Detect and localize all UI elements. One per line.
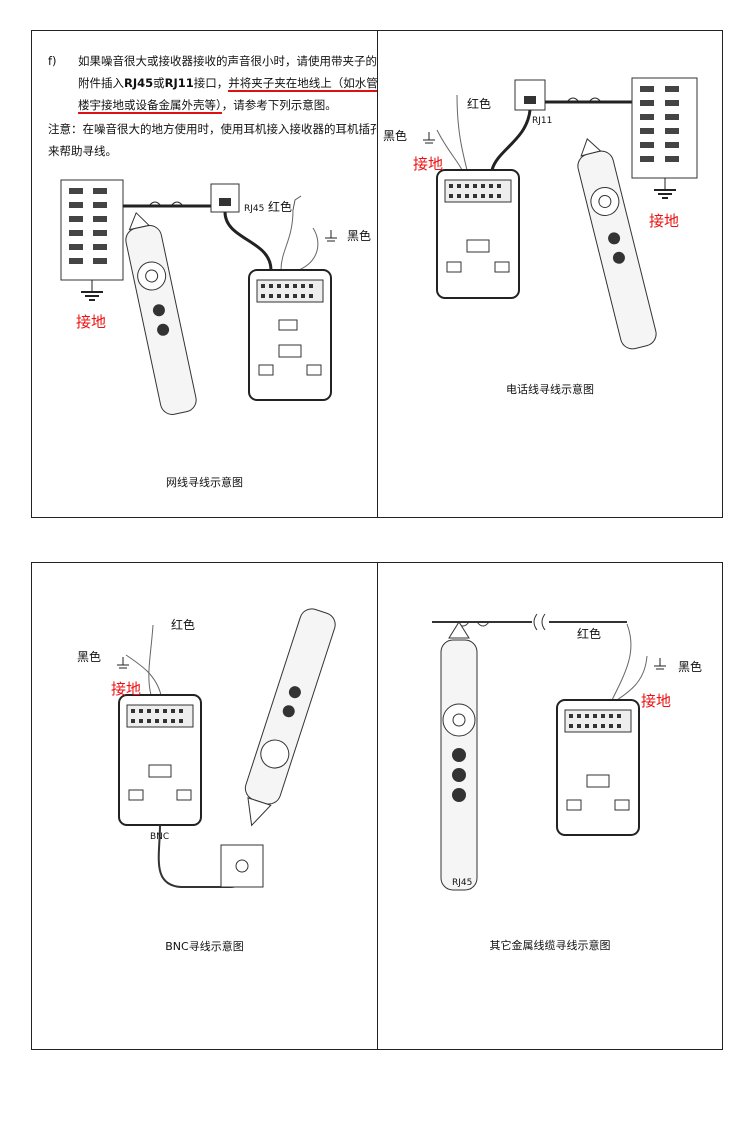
black-label-bnc: 黑色	[77, 650, 102, 664]
ground-label-network: 接地	[76, 313, 107, 331]
red-label-network: 红色	[268, 200, 293, 214]
ground-label-bnc: 接地	[111, 680, 142, 698]
bnc-port-label: BNC	[150, 832, 170, 842]
caption-bnc: BNC寻线示意图	[165, 940, 244, 953]
rj11-label-phone: RJ11	[532, 116, 553, 126]
phone-diagram	[423, 77, 698, 350]
instruction-line-3: 楼宇接地或设备金属外壳等），请参考下列示意图。	[78, 98, 337, 114]
black-label-network: 黑色	[347, 229, 372, 243]
panel-other	[377, 562, 723, 1050]
red-label-other: 红色	[577, 627, 602, 641]
network-diagram	[60, 179, 337, 415]
black-label-other: 黑色	[678, 660, 703, 674]
caption-other: 其它金属线缆寻线示意图	[489, 939, 611, 952]
caption-network: 网线寻线示意图	[166, 476, 243, 489]
ground-label-phone-right: 接地	[649, 212, 680, 230]
ground-label-phone-left: 接地	[413, 155, 444, 173]
ground-label-other: 接地	[641, 692, 672, 710]
red-label-phone: 红色	[467, 97, 492, 111]
note-line-1: 注意：在噪音很大的地方使用时，使用耳机接入接收器的耳机插孔	[48, 122, 382, 136]
red-label-bnc: 红色	[171, 618, 196, 632]
caption-phone: 电话线寻线示意图	[506, 383, 594, 396]
note-line-2: 来帮助寻线。	[48, 144, 117, 158]
rj45-label-other: RJ45	[452, 878, 473, 888]
item-marker: f)	[48, 54, 57, 68]
black-label-phone: 黑色	[383, 129, 408, 143]
instruction-line-2: 附件插入RJ45或RJ11接口，并将夹子夹在地线上（如水管，	[78, 76, 390, 92]
bnc-diagram	[117, 608, 336, 888]
instruction-line-1: 如果噪音很大或接收器接收的声音很小时，请使用带夹子的	[78, 54, 377, 68]
other-diagram	[432, 613, 666, 891]
rj45-label-network: RJ45	[244, 204, 265, 214]
